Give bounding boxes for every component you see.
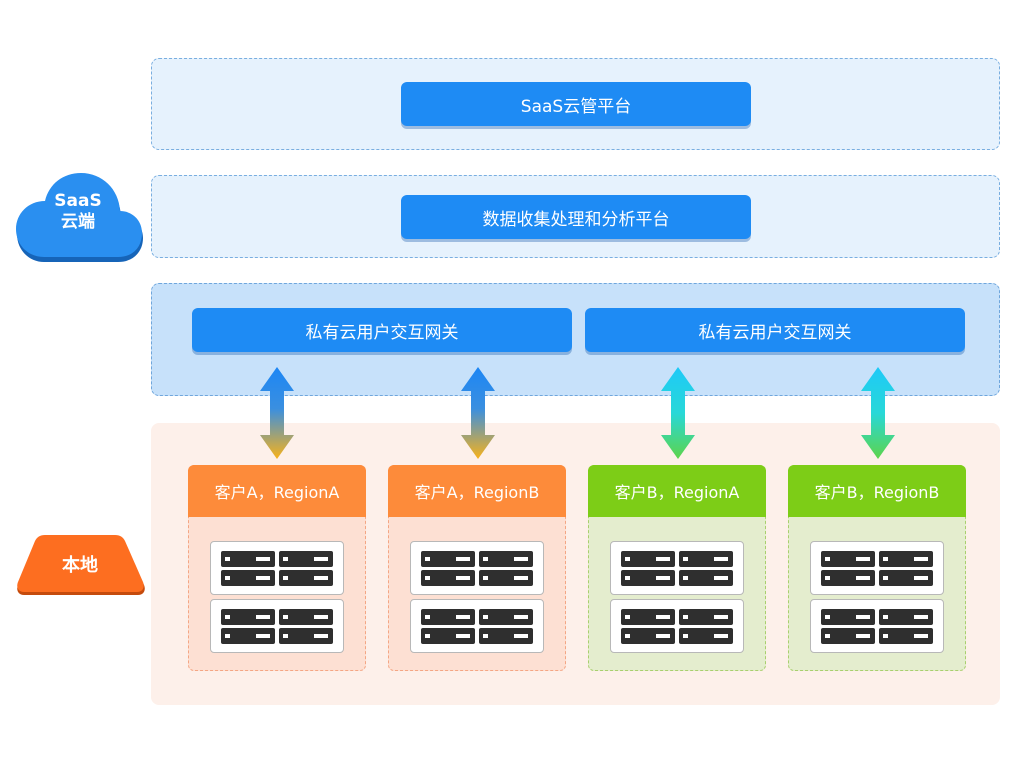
region-customer-a-region-b: 客户A，RegionB <box>388 465 566 671</box>
gateway-bar-2: 私有云用户交互网关 <box>585 308 965 352</box>
bidirectional-arrow-icon <box>861 367 895 459</box>
bidirectional-arrow-icon <box>461 367 495 459</box>
region-header: 客户B，RegionA <box>588 465 766 517</box>
cloud-icon <box>16 173 143 262</box>
region-header: 客户B，RegionB <box>788 465 966 517</box>
server-rack-icon <box>410 599 544 653</box>
saas-cloud-badge-text: SaaS 云端 <box>14 191 142 233</box>
server-rack-icon <box>210 599 344 653</box>
server-rack-icon <box>810 541 944 595</box>
region-header: 客户A，RegionA <box>188 465 366 517</box>
gateway-bar-1: 私有云用户交互网关 <box>192 308 572 352</box>
region-customer-b-region-a: 客户B，RegionA <box>588 465 766 671</box>
saas-badge-line2: 云端 <box>61 212 95 232</box>
region-customer-b-region-b: 客户B，RegionB <box>788 465 966 671</box>
server-rack-icon <box>610 541 744 595</box>
server-rack-icon <box>610 599 744 653</box>
saas-platform-bar: SaaS云管平台 <box>401 82 751 126</box>
region-header: 客户A，RegionB <box>388 465 566 517</box>
server-rack-icon <box>810 599 944 653</box>
local-badge-label: 本地 <box>62 555 98 576</box>
local-badge: 本地 <box>17 535 147 597</box>
gateway-layer: 私有云用户交互网关 私有云用户交互网关 <box>151 283 1000 396</box>
server-rack-icon <box>210 541 344 595</box>
trapezoid-badge-shape <box>17 535 145 595</box>
data-platform-layer: 数据收集处理和分析平台 <box>151 175 1000 258</box>
bidirectional-arrow-icon <box>260 367 294 459</box>
saas-platform-layer: SaaS云管平台 <box>151 58 1000 150</box>
region-customer-a-region-a: 客户A，RegionA <box>188 465 366 671</box>
bidirectional-arrow-icon <box>661 367 695 459</box>
saas-cloud-badge: SaaS 云端 <box>14 163 144 263</box>
server-rack-icon <box>410 541 544 595</box>
saas-badge-line1: SaaS <box>54 191 102 211</box>
data-platform-bar: 数据收集处理和分析平台 <box>401 195 751 239</box>
